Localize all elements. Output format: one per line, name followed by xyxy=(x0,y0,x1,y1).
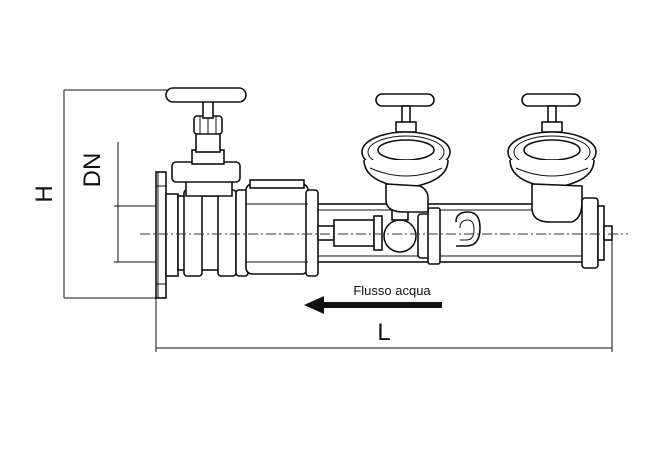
side-bend xyxy=(455,211,481,247)
gate-valve-handwheel xyxy=(165,87,247,103)
dimension-h-label: H xyxy=(31,185,58,202)
flow-arrow-shaft xyxy=(322,302,442,308)
dimension-dn: DN xyxy=(79,142,158,263)
flow-arrow-head xyxy=(304,296,324,314)
dimension-l-label: L xyxy=(377,319,390,346)
flow-label: Flusso acqua xyxy=(353,283,431,298)
dimension-dn-label: DN xyxy=(79,153,106,188)
outlet-1-handwheel xyxy=(375,93,435,107)
inlet-flange xyxy=(155,171,179,299)
hydrant-outlet-2 xyxy=(507,93,597,223)
dimension-h: H xyxy=(31,89,168,299)
strainer-body xyxy=(235,179,319,277)
outlet-2-handwheel xyxy=(521,93,581,107)
check-valve-section xyxy=(317,205,441,265)
end-cap xyxy=(581,197,613,269)
gate-valve xyxy=(165,87,247,277)
hydrant-outlet-1 xyxy=(361,93,451,213)
flow-arrow: Flusso acqua xyxy=(304,283,442,314)
